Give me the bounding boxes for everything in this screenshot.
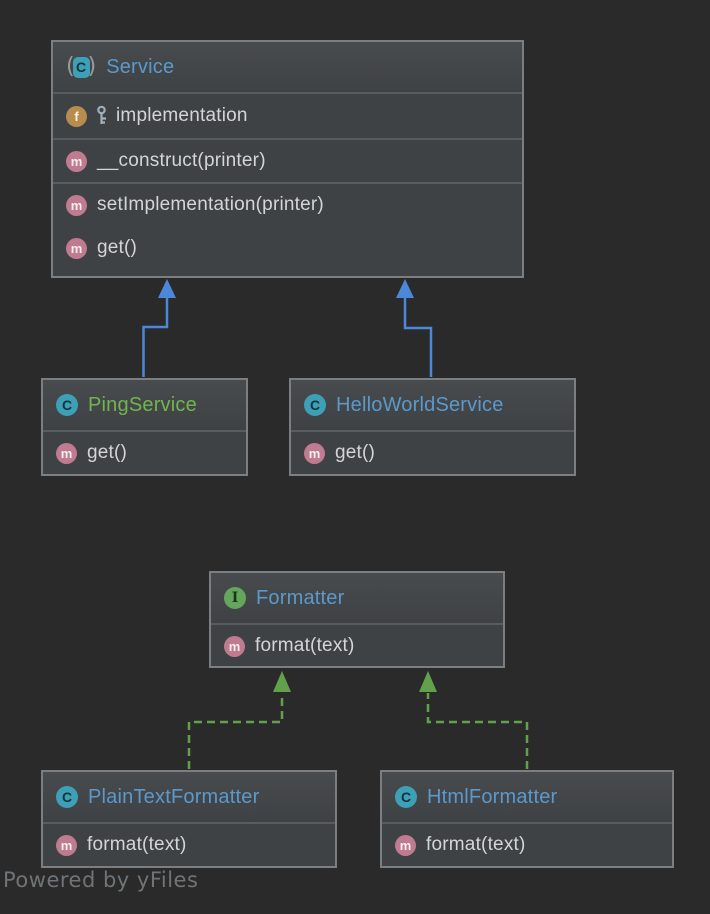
class-icon: C [56,786,78,808]
method-row-get[interactable]: m get() [53,226,522,270]
class-name: PlainTextFormatter [88,785,260,808]
class-header-plaintextformatter[interactable]: C PlainTextFormatter [43,772,335,822]
class-icon: C [395,786,417,808]
class-box-pingservice[interactable]: C PingService m get() [41,378,248,476]
method-label: __construct(printer) [97,150,266,171]
method-icon: m [56,834,77,856]
method-icon: m [56,442,77,464]
method-label: format(text) [426,834,526,855]
implements-edge-plaintextformatter [187,671,291,769]
method-label: format(text) [255,635,355,656]
yfiles-watermark: Powered by yFiles [3,868,199,892]
method-row-format[interactable]: m format(text) [211,623,503,667]
field-icon: f [66,105,87,127]
class-name: PingService [88,393,197,416]
class-header-pingservice[interactable]: C PingService [43,380,246,430]
extends-edge-pingservice [142,279,176,377]
class-box-htmlformatter[interactable]: C HtmlFormatter m format(text) [380,770,674,868]
method-row-format[interactable]: m format(text) [382,822,672,866]
method-row-setimplementation[interactable]: m setImplementation(printer) [53,182,522,226]
class-box-helloworldservice[interactable]: C HelloWorldService m get() [289,378,576,476]
method-label: format(text) [87,834,187,855]
field-label: implementation [116,105,248,126]
key-icon [97,105,106,124]
class-box-service[interactable]: ( C ) Service f implementation m __const… [51,40,524,278]
class-name: HtmlFormatter [427,785,558,808]
field-row-implementation[interactable]: f implementation [53,92,522,138]
method-label: setImplementation(printer) [97,194,324,215]
method-icon: m [304,442,325,464]
class-header-helloworldservice[interactable]: C HelloWorldService [291,380,574,430]
method-icon: m [395,834,416,856]
class-box-plaintextformatter[interactable]: C PlainTextFormatter m format(text) [41,770,337,868]
method-row-get[interactable]: m get() [43,430,246,474]
method-row-construct[interactable]: m __construct(printer) [53,138,522,182]
method-row-format[interactable]: m format(text) [43,822,335,866]
method-label: get() [87,442,128,463]
abstract-paren-right: ) [87,54,97,79]
interface-icon: I [224,587,246,609]
implements-edge-htmlformatter [419,671,529,769]
method-row-get[interactable]: m get() [291,430,574,474]
class-header-htmlformatter[interactable]: C HtmlFormatter [382,772,672,822]
abstract-class-icon: ( C ) [66,56,96,78]
extends-edge-helloworldservice [396,279,433,377]
method-icon: m [66,150,87,172]
class-icon: C [56,394,78,416]
class-header-service[interactable]: ( C ) Service [53,42,522,92]
method-label: get() [335,442,376,463]
interface-header-formatter[interactable]: I Formatter [211,573,503,623]
class-name: Service [106,55,175,78]
method-icon: m [66,237,87,259]
method-icon: m [66,194,87,216]
class-icon: C [304,394,326,416]
method-label: get() [97,237,138,258]
interface-name: Formatter [256,586,345,609]
method-icon: m [224,635,245,657]
abstract-paren-left: ( [66,54,75,79]
class-name: HelloWorldService [336,393,504,416]
interface-box-formatter[interactable]: I Formatter m format(text) [209,571,505,668]
class-letter: C [72,56,90,78]
